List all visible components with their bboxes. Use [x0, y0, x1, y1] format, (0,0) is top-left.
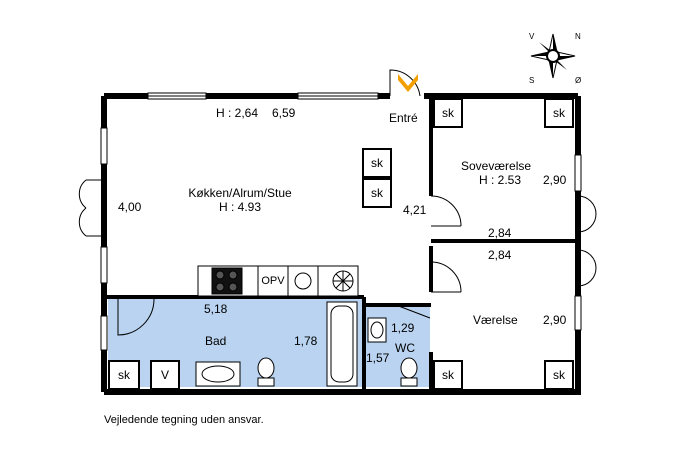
compass-letter-s: S — [529, 76, 535, 85]
left-windows — [100, 127, 582, 351]
entry-label: Entré — [389, 111, 418, 125]
living-room-name: Køkken/Alrum/Stue — [188, 186, 292, 200]
cabinet-sk-bath: sk — [108, 360, 140, 390]
compass-letter-n: N — [575, 32, 581, 41]
cabinet-sk-room-2: sk — [544, 360, 574, 390]
bedroom-height: H : 2.53 — [479, 173, 522, 187]
living-right-dim: 4,21 — [403, 203, 427, 217]
room-top-dim: 2,84 — [488, 248, 512, 262]
bath-side-dim: 1,78 — [294, 334, 318, 348]
compass-icon — [530, 33, 576, 79]
interior-walls — [104, 96, 576, 392]
caption: Vejledende tegning uden ansvar. — [104, 414, 264, 426]
bedroom-side-dim: 2,90 — [543, 173, 567, 187]
bath-top-dim: 5,18 — [204, 302, 228, 316]
bath-name: Bad — [205, 334, 227, 348]
bedroom-bottom-dim: 2,84 — [488, 226, 512, 240]
living-top-length: 6,59 — [272, 106, 296, 120]
top-windows — [147, 92, 379, 100]
doors — [78, 69, 597, 336]
room-name: Værelse — [473, 313, 518, 327]
cabinet-sk-bedroom-1: sk — [433, 98, 463, 128]
compass-letter-v: V — [529, 32, 535, 41]
room-side-dim: 2,90 — [543, 313, 567, 327]
cabinet-v-bath: V — [150, 360, 180, 390]
wc-name: WC — [395, 341, 415, 355]
kitchen-counter — [197, 265, 359, 297]
living-width-dim: 4,00 — [118, 200, 142, 214]
living-room-height: H : 4.93 — [218, 200, 262, 214]
wc-dim-b: 1,57 — [366, 351, 390, 365]
bedroom-name: Soveværelse — [461, 159, 532, 173]
cabinet-sk-kitchen-1: sk — [362, 148, 392, 178]
wc-dim-a: 1,29 — [391, 321, 415, 335]
bath-fixtures — [195, 301, 418, 387]
cabinet-sk-room-1: sk — [433, 360, 463, 390]
living-top-height: H : 2,64 — [216, 106, 259, 120]
cabinet-sk-bedroom-2: sk — [544, 98, 574, 128]
cabinet-sk-kitchen-2: sk — [362, 178, 392, 208]
dishwasher-label: OPV — [261, 275, 285, 287]
compass-letter-o: Ø — [575, 76, 582, 85]
entry-arrow-icon — [398, 74, 418, 92]
